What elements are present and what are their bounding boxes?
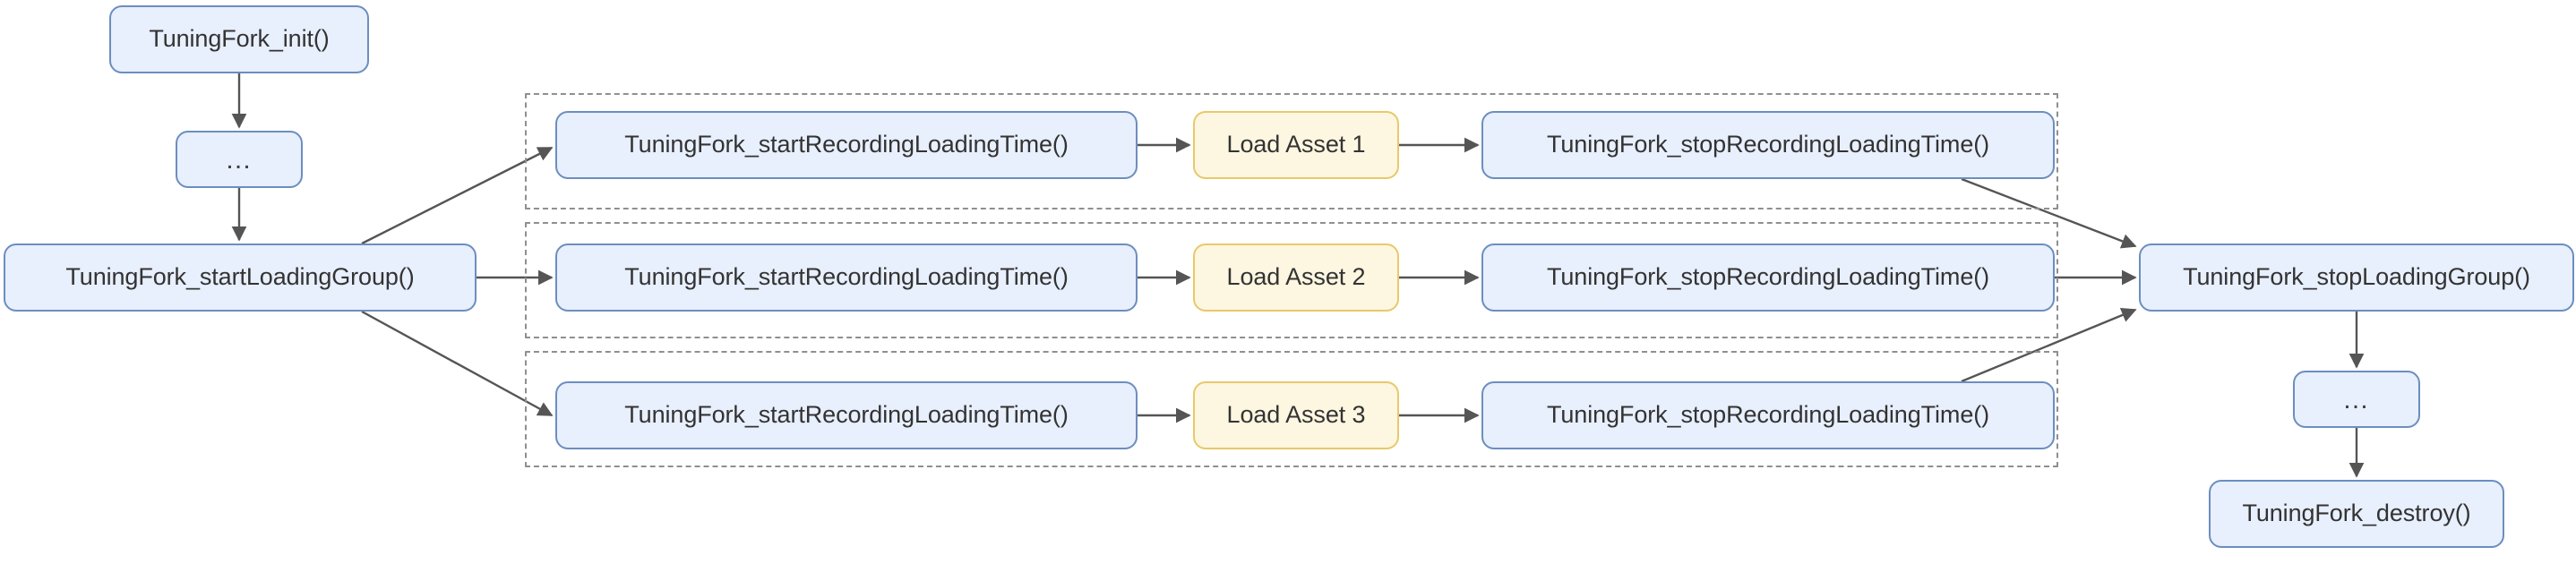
node-startrecording-2[interactable]: TuningFork_startRecordingLoadingTime() [555, 244, 1138, 312]
node-label: … [2342, 384, 2371, 414]
node-label: TuningFork_stopRecordingLoadingTime() [1546, 131, 1990, 158]
subgraph-asset-group-2 [525, 222, 2058, 338]
node-label: TuningFork_stopRecordingLoadingTime() [1546, 401, 1990, 429]
node-load-asset-2[interactable]: Load Asset 2 [1193, 244, 1399, 312]
edge-startgroup-to-start3 [361, 310, 554, 417]
node-stoprecording-3[interactable]: TuningFork_stopRecordingLoadingTime() [1481, 381, 2055, 449]
node-label: TuningFork_stopLoadingGroup() [2183, 263, 2530, 291]
node-ellipsis-top[interactable]: … [176, 131, 303, 188]
node-label: TuningFork_startLoadingGroup() [65, 263, 415, 291]
node-tuningfork-init[interactable]: TuningFork_init() [109, 5, 369, 73]
node-stoprecording-2[interactable]: TuningFork_stopRecordingLoadingTime() [1481, 244, 2055, 312]
node-tuningfork-destroy[interactable]: TuningFork_destroy() [2209, 480, 2504, 548]
node-tuningfork-startloadinggroup[interactable]: TuningFork_startLoadingGroup() [4, 244, 477, 312]
node-label: TuningFork_init() [149, 25, 330, 53]
node-label: … [225, 144, 253, 175]
node-startrecording-1[interactable]: TuningFork_startRecordingLoadingTime() [555, 111, 1138, 179]
node-label: Load Asset 2 [1226, 263, 1366, 291]
node-label: TuningFork_startRecordingLoadingTime() [624, 263, 1069, 291]
node-label: Load Asset 3 [1226, 401, 1366, 429]
node-tuningfork-stoploadinggroup[interactable]: TuningFork_stopLoadingGroup() [2139, 244, 2574, 312]
node-label: TuningFork_startRecordingLoadingTime() [624, 401, 1069, 429]
node-label: Load Asset 1 [1226, 131, 1366, 158]
node-stoprecording-1[interactable]: TuningFork_stopRecordingLoadingTime() [1481, 111, 2055, 179]
node-label: TuningFork_startRecordingLoadingTime() [624, 131, 1069, 158]
node-load-asset-3[interactable]: Load Asset 3 [1193, 381, 1399, 449]
node-load-asset-1[interactable]: Load Asset 1 [1193, 111, 1399, 179]
node-startrecording-3[interactable]: TuningFork_startRecordingLoadingTime() [555, 381, 1138, 449]
node-ellipsis-bottom[interactable]: … [2293, 371, 2420, 428]
node-label: TuningFork_destroy() [2242, 500, 2471, 527]
node-label: TuningFork_stopRecordingLoadingTime() [1546, 263, 1990, 291]
edge-startgroup-to-start1 [361, 146, 554, 245]
